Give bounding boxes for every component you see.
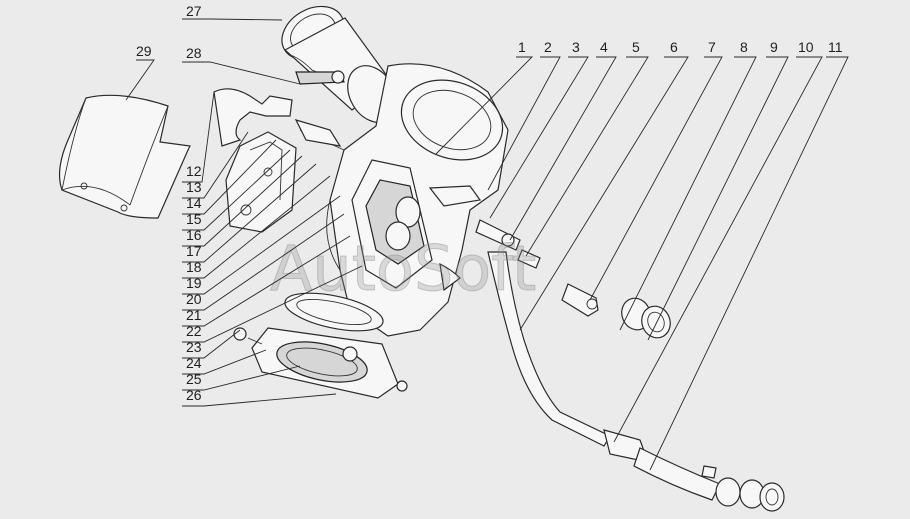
turbocharger-body-1: [294, 63, 509, 337]
callout-9: 9: [770, 39, 778, 55]
callout-6: 6: [670, 39, 678, 55]
callout-15: 15: [186, 211, 202, 227]
callout-4: 4: [600, 39, 608, 55]
fittings-2-7: [475, 219, 599, 317]
watermark: AutoSoft: [270, 232, 536, 305]
callout-1: 1: [518, 39, 526, 55]
callout-7: 7: [708, 39, 716, 55]
sleeve-8-9: [621, 297, 671, 339]
callout-14: 14: [186, 195, 202, 211]
callout-24: 24: [186, 355, 202, 371]
callout-19: 19: [186, 275, 202, 291]
clamp-28: [295, 70, 345, 85]
outlet-flange-assembly: [233, 292, 408, 399]
callout-labels: 1 2 3 4 5 6 7 8 9 10 11 12 13 14 15 16 1…: [136, 3, 843, 403]
callout-16: 16: [186, 227, 202, 243]
callout-20: 20: [186, 291, 202, 307]
callout-18: 18: [186, 259, 202, 275]
callout-8: 8: [740, 39, 748, 55]
callout-3: 3: [572, 39, 580, 55]
callout-11: 11: [828, 39, 843, 55]
heat-shield-29: [58, 94, 191, 219]
callout-13: 13: [186, 179, 202, 195]
callout-10: 10: [798, 39, 814, 55]
callout-12: 12: [186, 163, 202, 179]
leader-lines: [125, 18, 849, 471]
callout-2: 2: [544, 39, 552, 55]
callout-25: 25: [186, 371, 202, 387]
oil-feed-tube: [487, 251, 785, 512]
callout-27: 27: [186, 3, 202, 19]
callout-28: 28: [186, 45, 202, 61]
callout-17: 17: [186, 243, 202, 259]
callout-22: 22: [186, 323, 202, 339]
callout-23: 23: [186, 339, 202, 355]
callout-21: 21: [186, 307, 202, 323]
callout-29: 29: [136, 43, 152, 59]
callout-5: 5: [632, 39, 640, 55]
oil-line-bracket: [213, 88, 297, 233]
callout-26: 26: [186, 387, 202, 403]
